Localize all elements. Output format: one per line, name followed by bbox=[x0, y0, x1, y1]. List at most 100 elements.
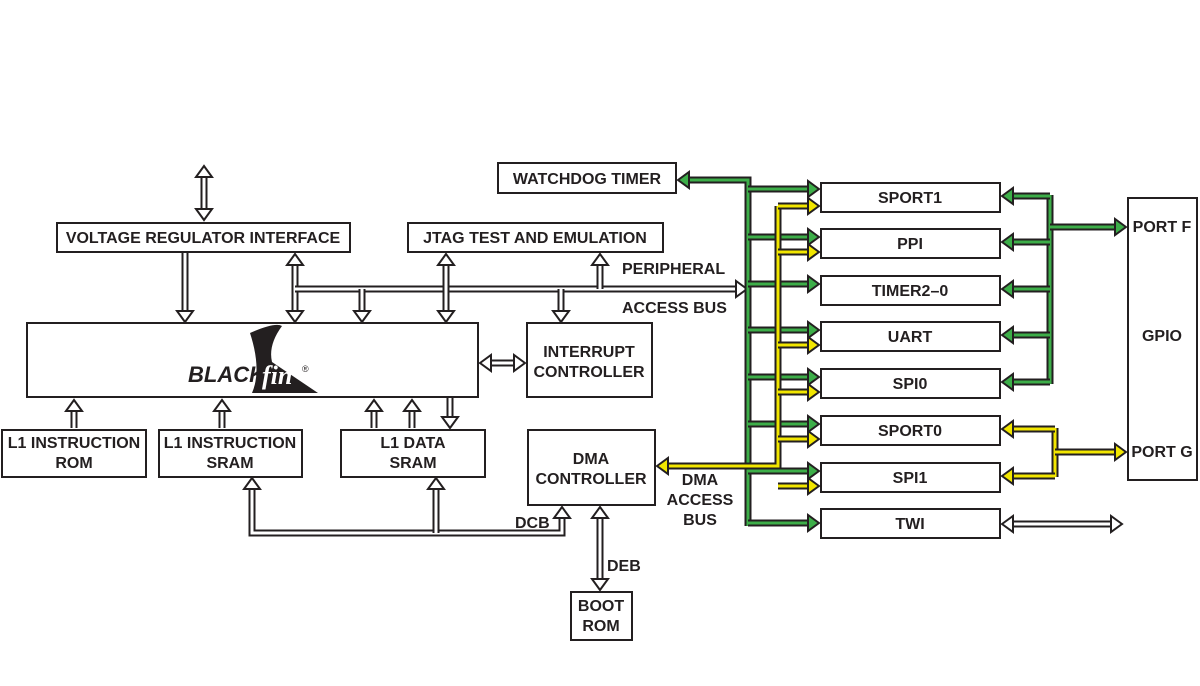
arrowhead bbox=[212, 398, 232, 412]
peripheral-box bbox=[820, 321, 1001, 352]
dma-bus-label-1: DMA bbox=[682, 472, 719, 489]
arrowhead bbox=[242, 476, 262, 490]
l1-data-sram-block: L1 DATA SRAM bbox=[340, 429, 486, 478]
arrowhead bbox=[590, 252, 610, 266]
peripheral-uart: UART bbox=[820, 321, 1001, 352]
l1-irom-label-2: ROM bbox=[55, 455, 92, 472]
arrowhead bbox=[402, 398, 422, 412]
arrowhead bbox=[194, 164, 214, 178]
buses bbox=[64, 164, 1128, 592]
peripheral-label: TIMER2–0 bbox=[872, 283, 949, 300]
interrupt-label-2: CONTROLLER bbox=[533, 364, 645, 381]
arrowhead bbox=[1114, 217, 1128, 237]
peripheral-bus-label: PERIPHERAL bbox=[622, 261, 725, 278]
peripheral-box bbox=[820, 368, 1001, 399]
arrowhead bbox=[1110, 514, 1124, 534]
interrupt-label-1: INTERRUPT bbox=[543, 344, 635, 361]
dma-controller-block: DMA CONTROLLER bbox=[527, 429, 656, 506]
peripheral-spi0: SPI0 bbox=[820, 368, 1001, 399]
peripheral-spi1: SPI1 bbox=[820, 462, 1001, 493]
l1-instruction-sram-block: L1 INSTRUCTION SRAM bbox=[158, 429, 303, 478]
arrowhead bbox=[364, 398, 384, 412]
arrowhead bbox=[1000, 325, 1014, 345]
svg-text:fin: fin bbox=[262, 361, 292, 390]
arrowhead bbox=[285, 310, 305, 324]
arrowhead bbox=[1000, 232, 1014, 252]
boot-label-1: BOOT bbox=[578, 598, 624, 615]
port-g-label: PORT G bbox=[1131, 444, 1192, 461]
arrowhead bbox=[735, 279, 749, 299]
arrowhead bbox=[285, 252, 305, 266]
core-block: BLACK fin ® bbox=[26, 322, 479, 398]
arrowhead bbox=[676, 170, 690, 190]
peripheral-box bbox=[820, 415, 1001, 446]
arrowhead bbox=[478, 353, 492, 373]
l1-dsram-label-1: L1 DATA bbox=[380, 435, 446, 452]
arrowhead bbox=[352, 310, 372, 324]
l1-instruction-rom-block: L1 INSTRUCTION ROM bbox=[1, 429, 147, 478]
svg-text:®: ® bbox=[302, 364, 309, 374]
peripheral-box bbox=[820, 182, 1001, 213]
peripheral-label: TWI bbox=[895, 516, 924, 533]
blackfin-logo: BLACK fin ® bbox=[188, 324, 318, 393]
l1-isram-label-1: L1 INSTRUCTION bbox=[164, 435, 296, 452]
arrowhead bbox=[552, 505, 572, 519]
arrowhead bbox=[807, 274, 821, 294]
arrowhead bbox=[194, 208, 214, 222]
peripheral-sport0: SPORT0 bbox=[820, 415, 1001, 446]
access-bus-label: ACCESS BUS bbox=[622, 300, 727, 317]
dma-label-2: CONTROLLER bbox=[535, 471, 647, 488]
voltage-regulator-block: VOLTAGE REGULATOR INTERFACE bbox=[56, 222, 351, 253]
bus-labels: PERIPHERAL ACCESS BUS DMA ACCESS BUS DCB… bbox=[515, 261, 734, 575]
l1-isram-label-2: SRAM bbox=[206, 455, 253, 472]
arrowhead bbox=[513, 353, 527, 373]
peripheral-box bbox=[820, 275, 1001, 306]
arrowhead bbox=[1114, 442, 1128, 462]
arrowhead bbox=[807, 196, 821, 216]
peripheral-sport1: SPORT1 bbox=[820, 182, 1001, 213]
interrupt-controller-block: INTERRUPT CONTROLLER bbox=[526, 322, 653, 398]
peripheral-timer20: TIMER2–0 bbox=[820, 275, 1001, 306]
peripheral-label: SPI0 bbox=[893, 376, 928, 393]
arrowhead bbox=[807, 461, 821, 481]
peripheral-bus-trunk bbox=[690, 178, 750, 526]
port-f-label: PORT F bbox=[1133, 219, 1192, 236]
arrowhead bbox=[807, 227, 821, 247]
arrowhead bbox=[655, 456, 669, 476]
peripheral-box bbox=[820, 508, 1001, 539]
arrowhead bbox=[1000, 279, 1014, 299]
arrowhead bbox=[440, 416, 460, 430]
arrowhead bbox=[807, 320, 821, 340]
peripheral-label: PPI bbox=[897, 236, 923, 253]
watchdog-label: WATCHDOG TIMER bbox=[513, 171, 662, 188]
arrowhead bbox=[175, 310, 195, 324]
arrowhead bbox=[807, 367, 821, 387]
dma-label-1: DMA bbox=[573, 451, 610, 468]
l1-irom-label-1: L1 INSTRUCTION bbox=[8, 435, 140, 452]
arrowhead bbox=[807, 179, 821, 199]
arrowhead bbox=[436, 310, 456, 324]
voltage-regulator-label: VOLTAGE REGULATOR INTERFACE bbox=[66, 230, 341, 247]
arrowhead bbox=[436, 252, 456, 266]
dma-bus-label-3: BUS bbox=[683, 512, 717, 529]
peripheral-label: SPI1 bbox=[893, 470, 928, 487]
jtag-block: JTAG TEST AND EMULATION bbox=[407, 222, 664, 253]
peripheral-ppi: PPI bbox=[820, 228, 1001, 259]
arrowhead bbox=[590, 505, 610, 519]
peripheral-label: SPORT1 bbox=[878, 190, 942, 207]
arrowhead bbox=[807, 335, 821, 355]
arrowhead bbox=[807, 476, 821, 496]
deb-label: DEB bbox=[607, 558, 641, 575]
jtag-label: JTAG TEST AND EMULATION bbox=[423, 230, 647, 247]
arrowhead bbox=[1000, 419, 1014, 439]
arrowhead bbox=[807, 414, 821, 434]
peripheral-label: UART bbox=[888, 329, 933, 346]
arrowhead bbox=[64, 398, 84, 412]
arrowhead bbox=[807, 429, 821, 449]
arrowhead bbox=[1000, 372, 1014, 392]
dcb-label: DCB bbox=[515, 515, 550, 532]
watchdog-block: WATCHDOG TIMER bbox=[497, 162, 677, 194]
l1-dsram-label-2: SRAM bbox=[389, 455, 436, 472]
arrowhead bbox=[590, 578, 610, 592]
